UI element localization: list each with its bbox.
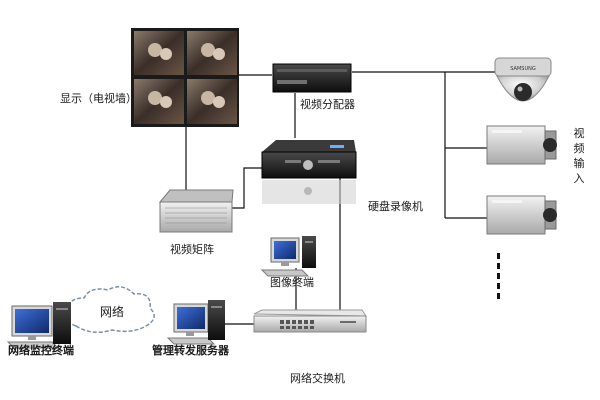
distributor-label: 视频分配器 (300, 98, 355, 111)
image-terminal-pc (260, 236, 316, 277)
video-input-char-2: 频 (573, 142, 585, 155)
management-server-label: 管理转发服务器 (152, 344, 229, 357)
matrix-label: 视频矩阵 (170, 243, 214, 256)
box-camera-2 (486, 195, 557, 235)
video-input-char-1: 视 (573, 127, 585, 140)
more-cameras-ellipsis (497, 253, 500, 299)
box-camera-1 (486, 125, 557, 165)
video-input-label: 视 频 输 入 (573, 126, 585, 186)
management-server-pc (166, 300, 225, 345)
network-cloud-label: 网络 (100, 304, 124, 319)
dvr-label: 硬盘录像机 (368, 200, 423, 213)
monitor-terminal-label: 网络监控终端 (8, 344, 74, 357)
dome-camera: SAMSUNG (494, 57, 552, 102)
line-matrix-dvr (232, 167, 262, 209)
dvr (261, 140, 357, 204)
camera-brand: SAMSUNG (510, 66, 536, 72)
video-distributor (272, 63, 352, 93)
display-label: 显示（电视墙） (60, 92, 137, 105)
monitor-terminal-pc (6, 302, 71, 349)
video-input-char-3: 输 (573, 157, 585, 170)
video-input-char-4: 入 (573, 172, 585, 185)
network-switch (253, 309, 367, 333)
video-matrix (158, 189, 234, 233)
network-cloud: 网络 (67, 286, 155, 333)
tv-wall (131, 28, 239, 127)
network-switch-label: 网络交换机 (290, 372, 345, 385)
image-terminal-label: 图像终端 (270, 276, 314, 289)
